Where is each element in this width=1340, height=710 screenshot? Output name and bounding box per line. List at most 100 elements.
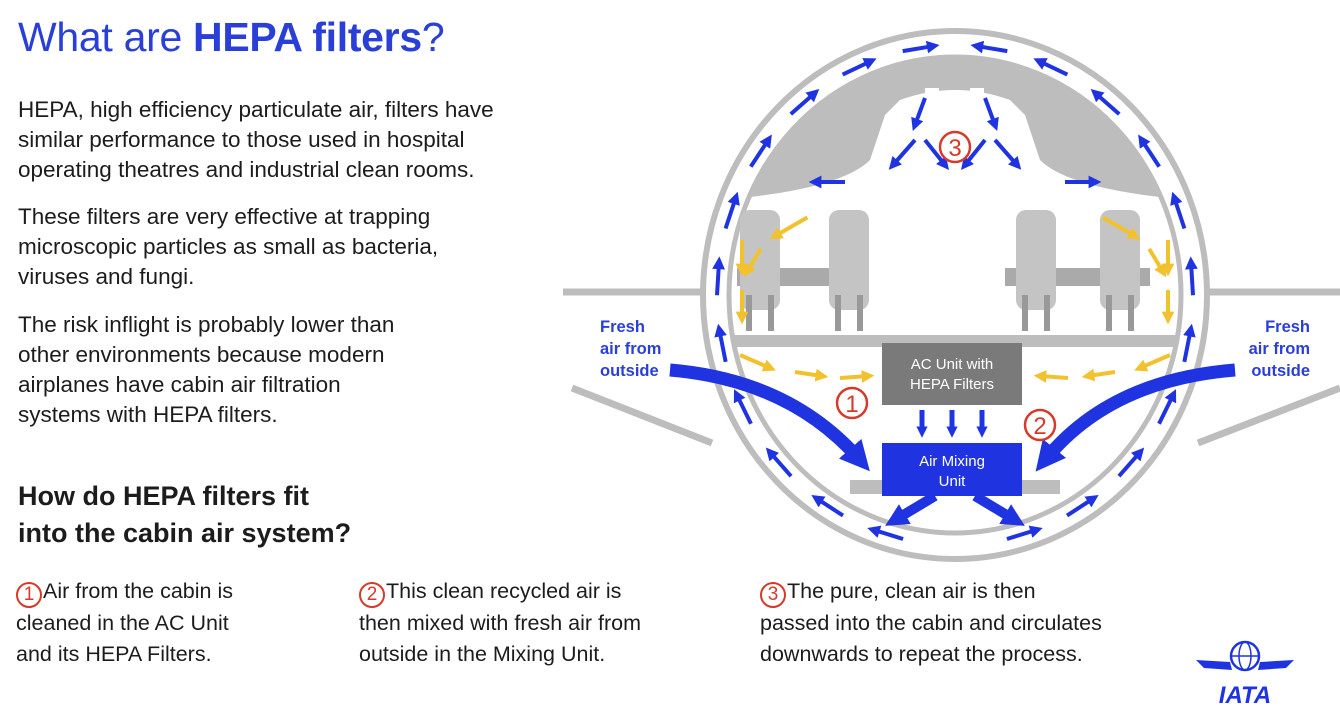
step-text: downwards to repeat the process. <box>760 642 1083 666</box>
flow-arrow <box>1033 58 1069 77</box>
fresh-air-label: Fresh <box>600 318 645 336</box>
step-text: and its HEPA Filters. <box>16 642 212 666</box>
flow-arrow <box>970 40 1008 54</box>
ac-unit-label: HEPA Filters <box>910 376 994 393</box>
flow-arrow <box>841 58 877 77</box>
step-text: This clean recycled air is <box>386 579 622 603</box>
flow-arrow <box>1138 134 1161 168</box>
title-suffix: ? <box>421 14 445 60</box>
flow-arrow <box>714 323 728 363</box>
fresh-air-label: outside <box>1251 362 1310 380</box>
text-line: systems with HEPA filters. <box>18 402 278 427</box>
flow-arrow <box>743 247 763 278</box>
flow-arrow <box>1006 525 1043 541</box>
marker-3: 3 <box>938 130 972 164</box>
flow-arrow <box>1101 215 1141 240</box>
flow-arrow <box>961 138 987 170</box>
flow-arrow <box>888 138 917 170</box>
mixing-unit-label: Air Mixing <box>919 453 985 470</box>
mixing-unit-label: Unit <box>939 473 967 490</box>
marker-1: 1 <box>835 386 869 420</box>
air-mixing-unit-box <box>882 443 1022 496</box>
flow-arrow <box>1134 353 1171 372</box>
flow-arrow <box>1033 370 1069 383</box>
seat <box>810 210 869 331</box>
flow-arrow <box>739 353 776 372</box>
flow-arrow <box>794 368 829 382</box>
flow-arrow <box>1182 323 1196 363</box>
ceiling-duct <box>912 60 998 90</box>
fresh-air-label: air from <box>600 340 661 358</box>
ac-unit-box <box>882 343 1022 405</box>
heading-line: into the cabin air system? <box>18 518 352 548</box>
filter-down-arrows <box>916 410 988 438</box>
paragraph-risk: The risk inflight is probably lower than… <box>18 310 394 430</box>
flow-arrow <box>733 389 753 425</box>
marker-2: 2 <box>1023 408 1057 442</box>
step-text: outside in the Mixing Unit. <box>359 642 606 666</box>
flow-arrow <box>789 89 820 116</box>
text-line: The risk inflight is probably lower than <box>18 312 395 337</box>
airflow-arrows <box>712 40 1198 541</box>
step-text: cleaned in the AC Unit <box>16 611 229 635</box>
wing-lines <box>563 288 1340 447</box>
flow-arrow <box>923 138 949 170</box>
section-heading: How do HEPA filters fit into the cabin a… <box>18 478 351 552</box>
flow-arrow <box>911 97 927 132</box>
paragraph-effectiveness: These filters are very effective at trap… <box>18 202 438 292</box>
iata-logo: IATA <box>1196 640 1294 708</box>
flow-arrow <box>1117 447 1145 478</box>
step-number-badge: 3 <box>760 582 786 608</box>
flow-arrow <box>749 134 772 168</box>
flow-arrow <box>1081 368 1116 382</box>
flow-arrow <box>902 40 940 54</box>
flow-arrow <box>993 138 1022 170</box>
page-title: What are HEPA filters? <box>18 14 445 61</box>
flow-arrow <box>723 191 740 230</box>
text-line: similar performance to those used in hos… <box>18 127 465 152</box>
text-line: other environments because modern <box>18 342 385 367</box>
flow-arrow <box>1147 247 1167 278</box>
seats <box>737 210 1150 331</box>
flow-arrow <box>712 256 725 296</box>
text-line: HEPA, high efficiency particulate air, f… <box>18 97 494 122</box>
flow-arrow <box>769 215 809 240</box>
wings-icon <box>1196 660 1294 670</box>
flow-arrow <box>1065 494 1099 518</box>
fresh-air-arrows <box>669 363 1236 526</box>
flow-arrow <box>867 525 904 541</box>
ac-unit-label: AC Unit with <box>911 356 994 373</box>
step-text: then mixed with fresh air from <box>359 611 641 635</box>
step-text: The pure, clean air is then <box>787 579 1036 603</box>
flow-arrow <box>765 447 793 478</box>
title-prefix: What are <box>18 14 194 60</box>
heading-line: How do HEPA filters fit <box>18 481 310 511</box>
step-text: Air from the cabin is <box>43 579 233 603</box>
flow-arrow <box>839 370 875 383</box>
step-number-badge: 1 <box>16 582 42 608</box>
fresh-air-label: air from <box>1249 340 1310 358</box>
step-number-badge: 2 <box>359 582 385 608</box>
title-emphasis: HEPA filters <box>193 14 422 60</box>
text-line: microscopic particles as small as bacter… <box>18 234 439 259</box>
flow-arrow <box>1170 191 1187 230</box>
step-text: passed into the cabin and circulates <box>760 611 1102 635</box>
flow-arrow <box>1185 256 1198 296</box>
flow-arrow <box>811 494 845 518</box>
svg-text:1: 1 <box>845 391 858 418</box>
fresh-air-label: Fresh <box>1265 318 1310 336</box>
text-line: airplanes have cabin air filtration <box>18 372 341 397</box>
text-line: operating theatres and industrial clean … <box>18 157 475 182</box>
paragraph-hepa-definition: HEPA, high efficiency particulate air, f… <box>18 95 494 185</box>
logo-text: IATA <box>1219 682 1271 708</box>
flow-arrow <box>1090 89 1121 116</box>
text-line: These filters are very effective at trap… <box>18 204 431 229</box>
cabin-floor <box>729 335 1181 347</box>
flow-arrow <box>1157 389 1177 425</box>
fresh-air-label: outside <box>600 362 659 380</box>
cabin-air-diagram: AC Unit with HEPA Filters Air Mixing Uni… <box>563 28 1340 562</box>
svg-text:3: 3 <box>948 135 961 162</box>
